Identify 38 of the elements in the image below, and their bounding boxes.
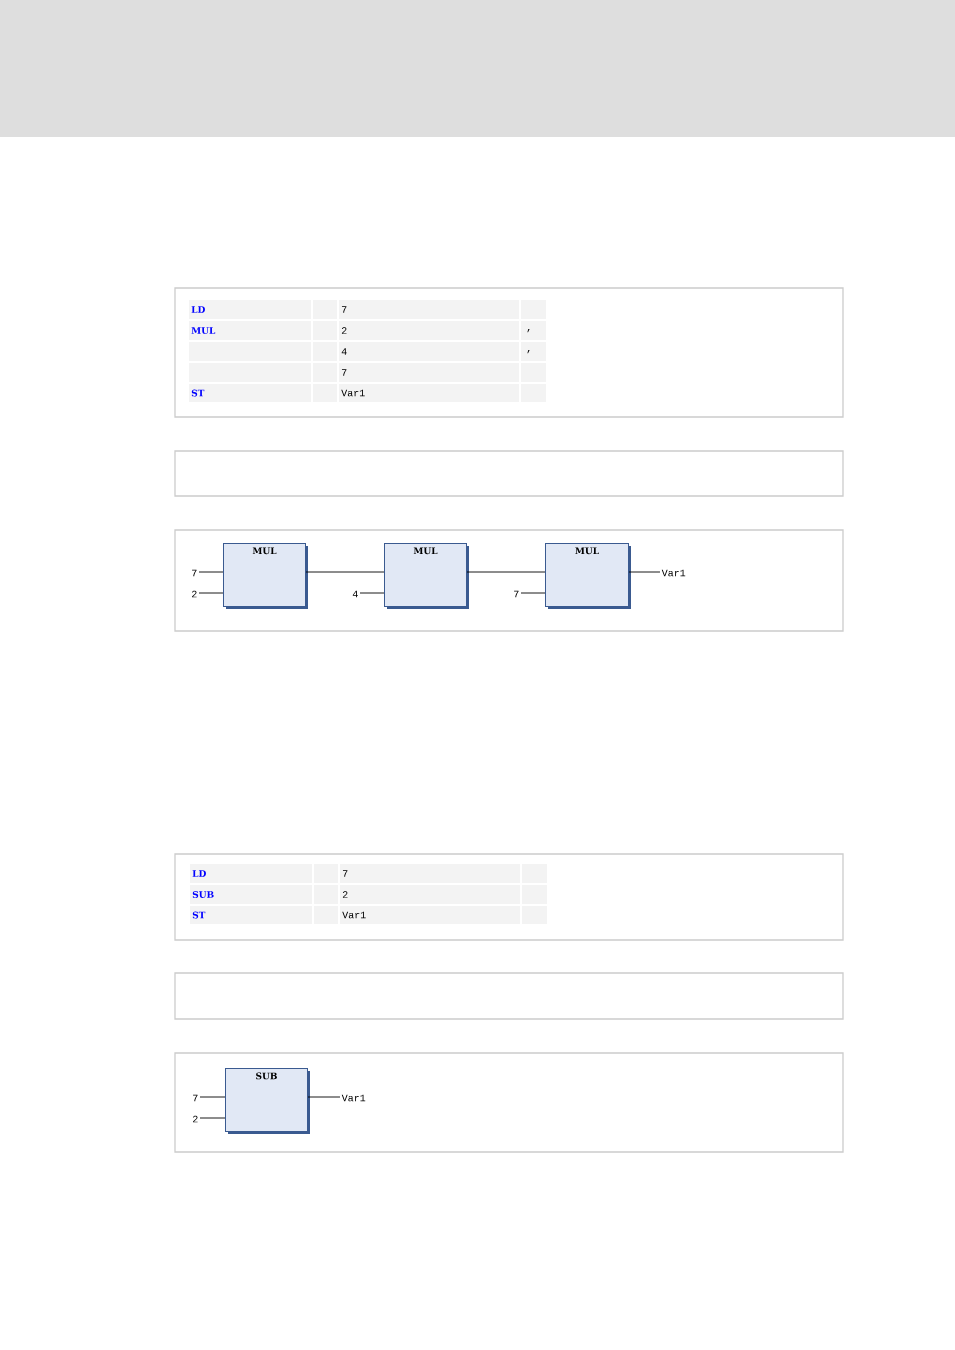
- wire: [199, 1096, 226, 1098]
- signal-label: 7: [192, 569, 197, 577]
- signal-label: Var1: [661, 569, 686, 577]
- wire: [466, 571, 546, 573]
- function-block: MUL: [384, 543, 469, 609]
- wire: [359, 592, 385, 594]
- function-block: MUL: [223, 543, 308, 609]
- wire: [305, 571, 385, 573]
- function-block: SUB: [225, 1068, 310, 1134]
- wire: [199, 1117, 226, 1119]
- signal-label: 2: [193, 1115, 198, 1123]
- signal-label: 7: [193, 1094, 198, 1102]
- table-cell: 4: [339, 342, 519, 361]
- table-cell: ST: [189, 384, 311, 402]
- table-cell: ,: [521, 342, 546, 361]
- table-cell: ST: [190, 906, 312, 924]
- wire: [628, 571, 661, 573]
- table-cell: Var1: [339, 384, 519, 402]
- table-cell: Var1: [340, 906, 520, 924]
- table-cell: ,: [521, 321, 546, 340]
- wire: [198, 571, 224, 573]
- table-cell: 7: [340, 864, 520, 883]
- table-cell: 2: [339, 321, 519, 340]
- wire: [198, 592, 224, 594]
- signal-label: 2: [192, 590, 197, 598]
- table-cell: MUL: [189, 321, 311, 340]
- function-block: MUL: [545, 543, 631, 609]
- table-cell: SUB: [190, 885, 312, 904]
- table-cell: LD: [189, 300, 311, 319]
- table-cell: 7: [339, 300, 519, 319]
- table-cell: 2: [340, 885, 520, 904]
- wire: [307, 1096, 341, 1098]
- signal-label: Var1: [341, 1094, 366, 1102]
- signal-label: 7: [514, 590, 519, 598]
- wire: [520, 592, 546, 594]
- signal-label: 4: [352, 590, 358, 598]
- table-cell: LD: [190, 864, 312, 883]
- table-cell: 7: [339, 363, 519, 382]
